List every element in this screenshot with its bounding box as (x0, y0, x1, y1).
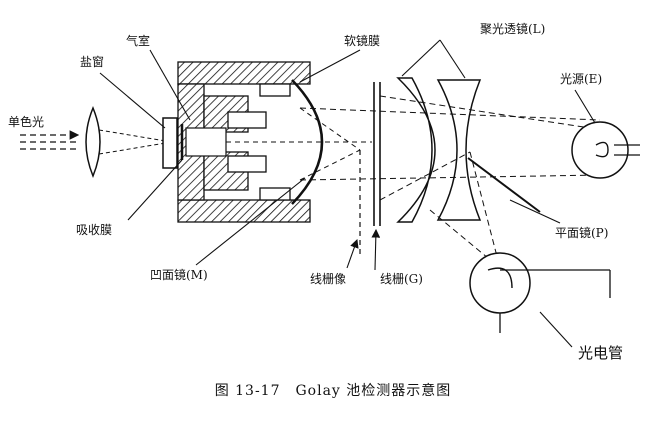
condenser-lens (396, 77, 482, 223)
monochromatic-light-label: 单色光 (8, 115, 45, 129)
input-lens (85, 106, 101, 178)
figure-caption: 图 13-17 Golay 池检测器示意图 (214, 383, 452, 399)
grid-image-label: 线栅像 (310, 272, 347, 286)
absorbing-film-label: 吸收膜 (76, 223, 113, 237)
gas-chamber-label: 气室 (126, 34, 151, 48)
condenser-lens-label: 聚光透镜(L) (480, 22, 546, 36)
phototube-label: 光电管 (578, 344, 624, 362)
plane-mirror (467, 157, 541, 213)
light-source-lamp (571, 121, 640, 179)
flexible-mirror-film (291, 79, 324, 205)
beam-rays (299, 95, 601, 269)
flexible-mirror-film-label: 软镜膜 (344, 34, 381, 48)
salt-window (162, 117, 178, 169)
gas-chamber (185, 127, 227, 157)
line-grid-label: 线栅(G) (380, 272, 423, 286)
phototube-device (469, 252, 611, 333)
concave-mirror-label: 凹面镜(M) (150, 268, 208, 282)
focusing-rays (98, 129, 173, 155)
internal-rays (226, 107, 372, 181)
line-grid (373, 82, 381, 226)
light-source-label: 光源(E) (560, 72, 603, 86)
label-leaders (99, 39, 596, 348)
plane-mirror-label: 平面镜(P) (555, 226, 609, 240)
salt-window-label: 盐窗 (80, 55, 105, 69)
incident-light-rays (20, 130, 80, 150)
